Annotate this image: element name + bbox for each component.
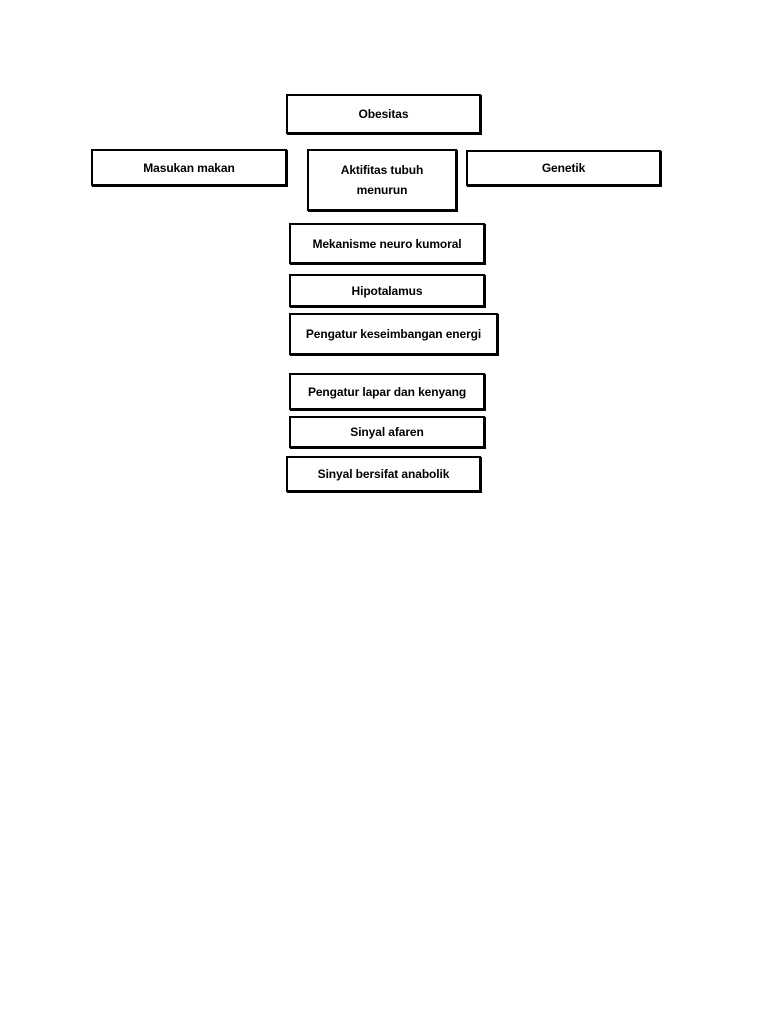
node-masukan-makan: Masukan makan [91, 149, 287, 186]
node-label: Sinyal bersifat anabolik [317, 467, 450, 481]
node-sinyal-anabolik: Sinyal bersifat anabolik [286, 456, 481, 492]
node-label: Pengatur lapar dan kenyang [307, 384, 467, 399]
node-mekanisme-neuro-kumoral: Mekanisme neuro kumoral [289, 223, 485, 264]
node-label: Obesitas [358, 107, 409, 121]
node-label: Pengatur keseimbangan energi [305, 327, 482, 341]
node-hipotalamus: Hipotalamus [289, 274, 485, 307]
node-label: Aktifitas tubuh menurun [340, 163, 424, 197]
node-label: Mekanisme neuro kumoral [312, 236, 462, 251]
node-obesitas: Obesitas [286, 94, 481, 134]
node-pengatur-lapar-kenyang: Pengatur lapar dan kenyang [289, 373, 485, 410]
node-label: Sinyal afaren [350, 425, 424, 439]
node-label: Genetik [541, 161, 586, 175]
node-sinyal-afaren: Sinyal afaren [289, 416, 485, 448]
node-aktifitas-tubuh: Aktifitas tubuh menurun [307, 149, 457, 211]
node-label: Masukan makan [143, 160, 235, 175]
node-genetik: Genetik [466, 150, 661, 186]
node-pengatur-keseimbangan-energi: Pengatur keseimbangan energi [289, 313, 498, 355]
node-label: Hipotalamus [351, 283, 423, 298]
